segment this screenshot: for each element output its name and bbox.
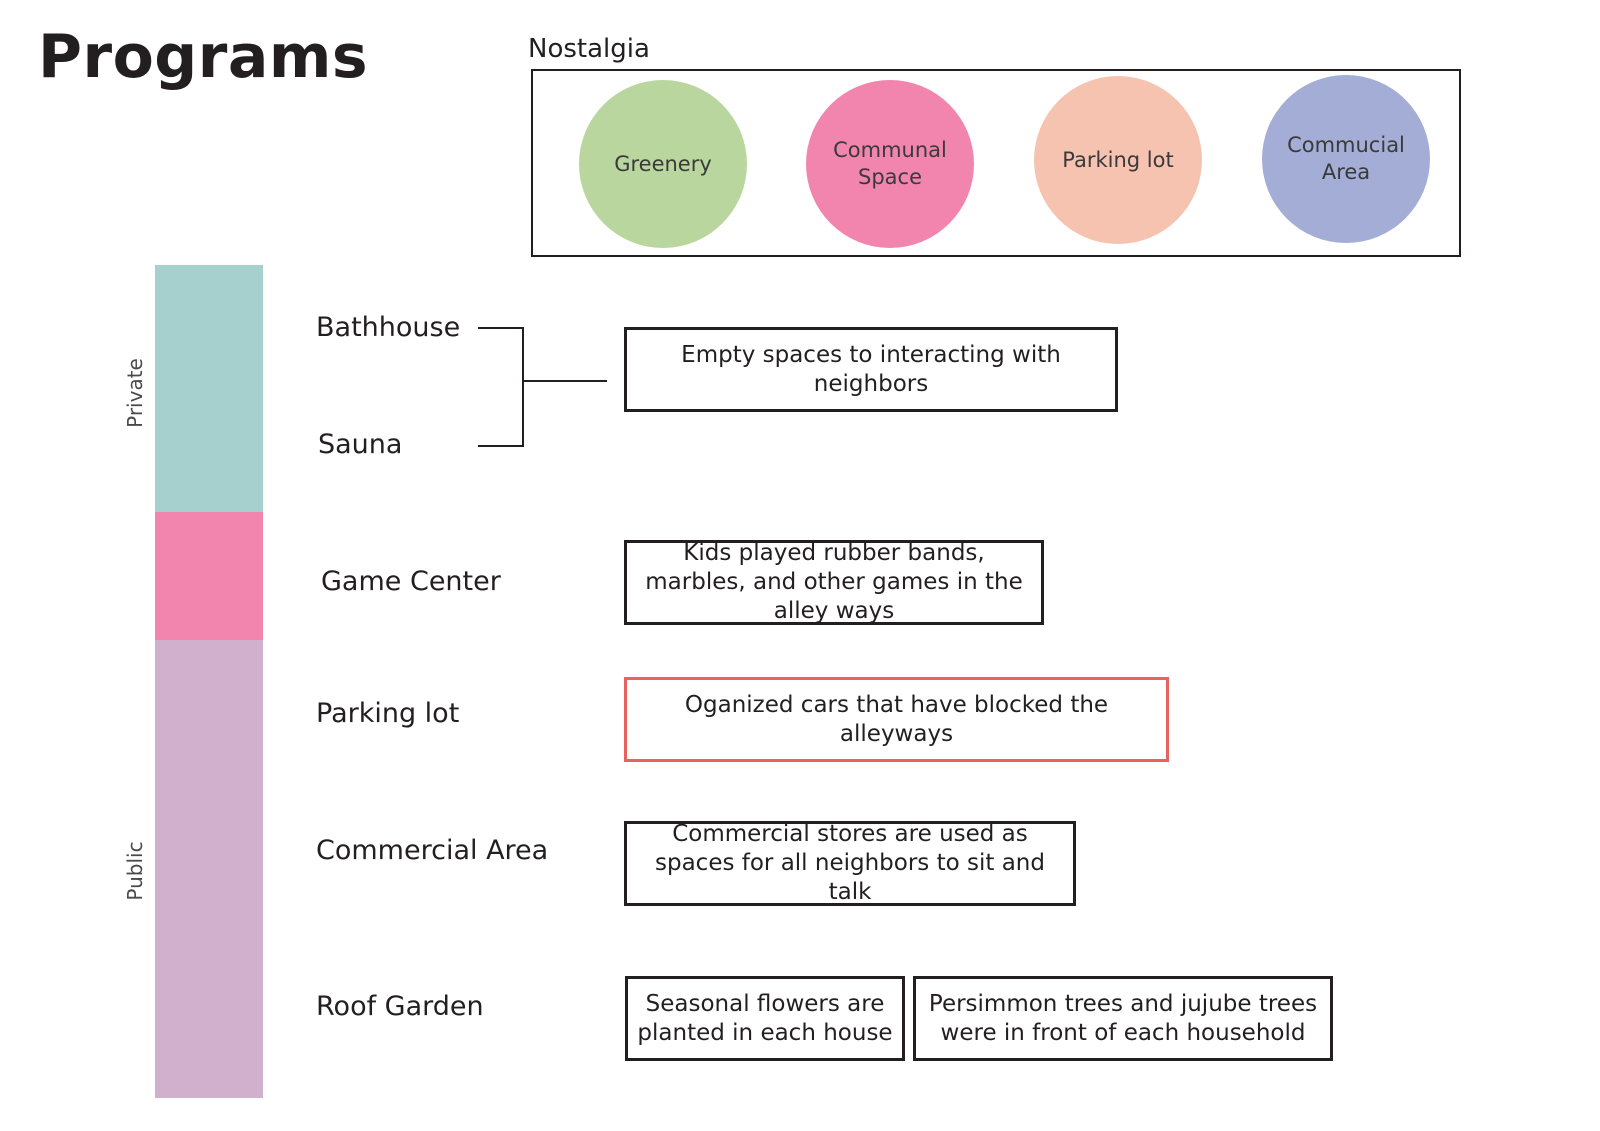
circle-label: Communal Space [833,138,947,189]
circle-parking-lot: Parking lot [1034,76,1202,244]
desc-roof-garden-trees: Persimmon trees and jujube trees were in… [913,976,1333,1061]
program-sauna: Sauna [318,429,403,460]
circle-greenery: Greenery [579,80,747,248]
desc-text: Seasonal flowers are planted in each hou… [637,990,893,1046]
desc-text: Kids played rubber bands, marbles, and o… [645,540,1023,624]
desc-commercial-area: Commercial stores are used as spaces for… [624,821,1076,906]
desc-parking-lot: Oganized cars that have blocked the alle… [624,677,1169,762]
desc-text: Commercial stores are used as spaces for… [655,821,1045,905]
desc-text: Empty spaces to interacting with neighbo… [681,341,1061,397]
scale-bar-game [155,512,263,640]
scale-bar-public [155,640,263,1098]
program-game-center: Game Center [321,566,501,597]
circle-commucial-area: Commucial Area [1262,75,1430,243]
nostalgia-label: Nostalgia [528,34,650,64]
circle-communal-space: Communal Space [806,80,974,248]
bracket-bottom [478,445,524,447]
bracket-top [478,327,524,329]
program-bathhouse: Bathhouse [316,312,461,343]
page-title: Programs [38,22,369,92]
bracket-vertical [522,327,524,447]
circle-label: Parking lot [1062,147,1174,172]
desc-game-center: Kids played rubber bands, marbles, and o… [624,540,1044,625]
desc-text: Oganized cars that have blocked the alle… [684,691,1109,747]
bracket-connector [522,380,607,382]
scale-bar-private [155,265,263,512]
circle-label: Greenery [614,151,712,176]
private-label: Private [123,358,147,428]
desc-bath-sauna: Empty spaces to interacting with neighbo… [624,327,1118,412]
circle-label: Commucial Area [1287,133,1405,184]
program-roof-garden: Roof Garden [316,991,484,1022]
program-parking-lot: Parking lot [316,698,460,729]
nostalgia-box [531,69,1461,257]
public-label: Public [123,841,147,901]
desc-roof-garden-flowers: Seasonal flowers are planted in each hou… [625,976,905,1061]
program-commercial-area: Commercial Area [316,835,549,866]
desc-text: Persimmon trees and jujube trees were in… [928,990,1318,1046]
